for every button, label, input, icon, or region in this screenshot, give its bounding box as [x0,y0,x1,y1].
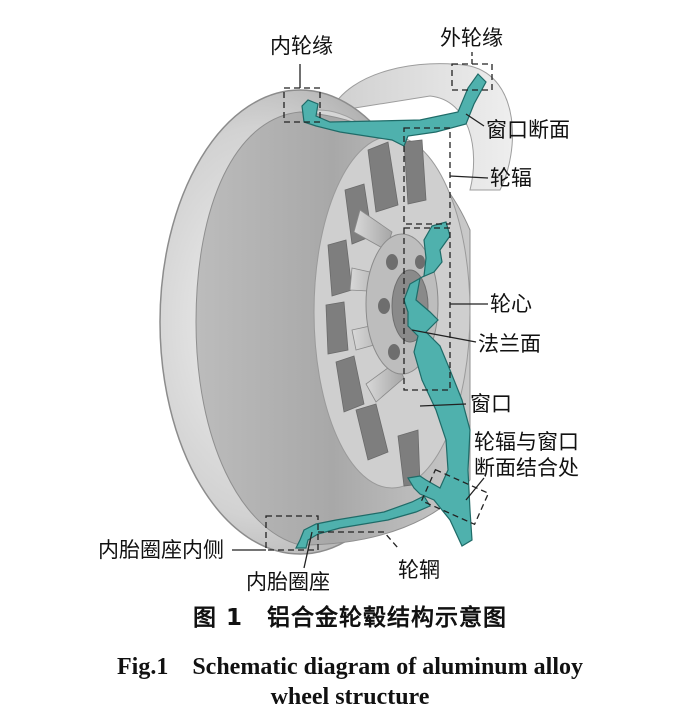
label-hub: 轮心 [490,292,532,316]
label-spoke: 轮辐 [490,166,532,190]
figure-caption-en-line2: wheel structure [270,684,430,710]
figure-caption-en-line1: Fig.1 Schematic diagram of aluminum allo… [117,654,583,680]
label-inner-flange: 内轮缘 [270,34,333,58]
label-window: 窗口 [470,392,512,416]
label-outer-flange: 外轮缘 [440,26,503,50]
callout-lines [232,52,489,569]
label-inner-bead-seat-inner: 内胎圈座内侧 [98,538,224,562]
figure-caption-cn: 图 1 铝合金轮毂结构示意图 [192,605,507,631]
label-inner-bead-seat: 内胎圈座 [246,570,330,594]
label-flange-face: 法兰面 [478,332,541,356]
label-spoke-window-joint-line2: 断面结合处 [474,456,579,480]
label-rim: 轮辋 [398,558,440,582]
callout-boxes [265,63,493,551]
label-spoke-window-joint-line1: 轮辐与窗口 [474,430,579,454]
label-window-section: 窗口断面 [486,118,570,142]
